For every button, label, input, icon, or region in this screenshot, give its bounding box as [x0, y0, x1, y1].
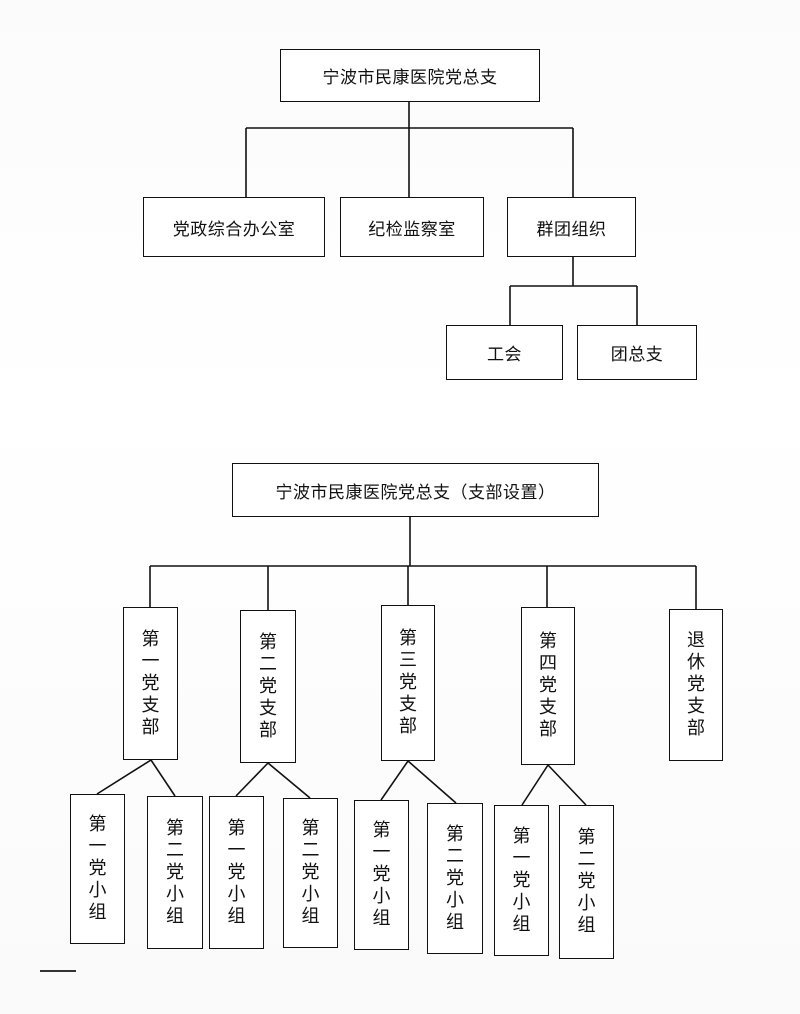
node-trade-union: 工会 [446, 325, 563, 380]
branch-2: 第二党支部 [240, 610, 296, 763]
node-mass-organizations: 群团组织 [507, 197, 636, 257]
group-2-1: 第一党小组 [209, 796, 264, 949]
connector [235, 762, 269, 797]
branch-3: 第三党支部 [381, 605, 435, 761]
branch-retired: 退休党支部 [669, 609, 723, 761]
connector [547, 764, 587, 806]
group-3-1: 第一党小组 [354, 800, 409, 950]
connector [96, 759, 152, 795]
branch-4: 第四党支部 [521, 607, 575, 765]
root-node-party-committee: 宁波市民康医院党总支 [280, 49, 540, 102]
scan-mark [40, 970, 76, 972]
group-4-1: 第一党小组 [494, 805, 549, 956]
connector [267, 762, 311, 799]
connector [407, 760, 457, 804]
branch-1: 第一党支部 [123, 607, 178, 760]
group-1-1: 第一党小组 [70, 794, 125, 944]
group-2-2: 第二党小组 [283, 798, 338, 948]
connector [380, 760, 409, 801]
group-1-2: 第二党小组 [147, 796, 203, 949]
node-youth-league: 团总支 [577, 325, 697, 380]
root-node-branch-setup: 宁波市民康医院党总支（支部设置） [232, 463, 599, 517]
group-4-2: 第二党小组 [559, 805, 614, 959]
node-discipline-office: 纪检监察室 [340, 197, 484, 257]
node-general-office: 党政综合办公室 [143, 197, 325, 257]
group-3-2: 第二党小组 [427, 803, 483, 954]
connector [521, 764, 549, 806]
connector [150, 759, 176, 797]
